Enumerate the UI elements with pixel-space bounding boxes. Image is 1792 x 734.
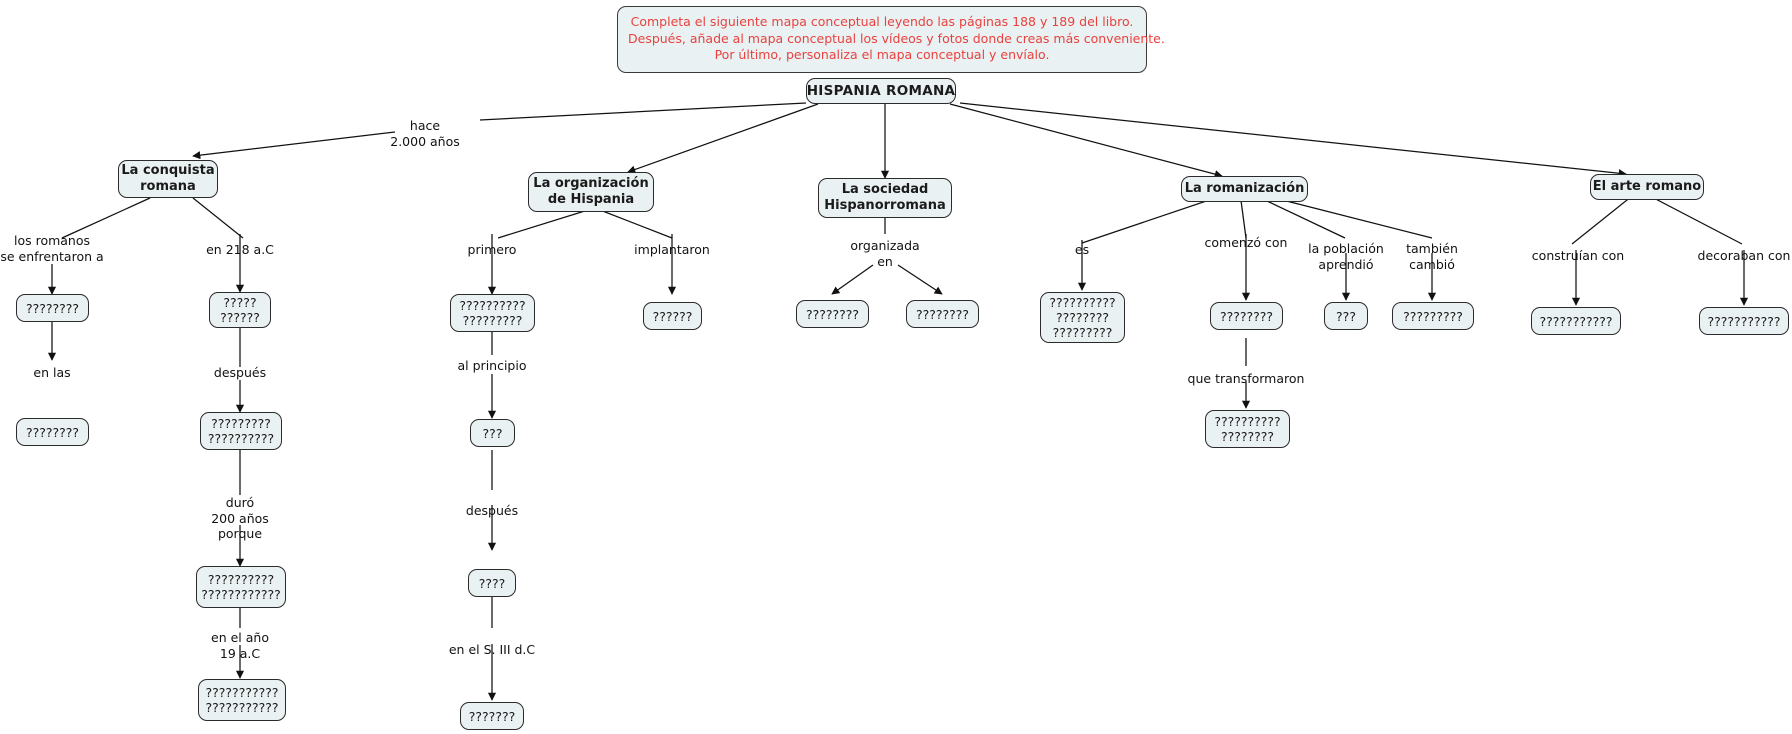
node-label-line-1: La conquista xyxy=(121,163,215,178)
node-el-arte-romano[interactable]: El arte romano xyxy=(1590,174,1704,200)
edge-label-en-218-ac: en 218 a.C xyxy=(206,242,274,257)
node-la-romanizacion[interactable]: La romanización xyxy=(1181,176,1308,202)
node-organizacion-left-3[interactable]: ???? xyxy=(468,569,516,597)
node-conquista-right-4[interactable]: ??????????? ??????????? xyxy=(198,679,286,721)
instruction-banner: Completa el siguiente mapa conceptual le… xyxy=(617,6,1165,73)
edge-label-organizada-en: organizada en xyxy=(850,238,920,269)
edge-label-que-transformaron: que transformaron xyxy=(1187,371,1305,386)
node-la-organizacion-de-hispania[interactable]: La organización de Hispania xyxy=(528,172,654,212)
node-romanizacion-es[interactable]: ?????????? ???????? ????????? xyxy=(1040,292,1125,343)
edge-label-es: es xyxy=(1074,242,1090,257)
node-label: HISPANIA ROMANA xyxy=(806,82,956,99)
node-conquista-left-1[interactable]: ???????? xyxy=(16,294,89,322)
edge-label-primero: primero xyxy=(467,242,517,257)
edge-label-en-el-ano-19-ac: en el año 19 a.C xyxy=(211,630,269,661)
node-sociedad-right[interactable]: ???????? xyxy=(906,300,979,328)
edge-label-construian-con: construían con xyxy=(1531,248,1625,263)
node-sociedad-left[interactable]: ???????? xyxy=(796,300,869,328)
node-romanizacion-transformaron[interactable]: ?????????? ???????? xyxy=(1205,410,1290,448)
edge-label-duro-200-anos-porque: duró 200 años porque xyxy=(211,495,269,541)
instruction-line-2: Después, añade al mapa conceptual los ví… xyxy=(628,30,1165,46)
edge-label-los-romanos-se-enfrentaron-a: los romanos se enfrentaron a xyxy=(0,233,104,264)
node-romanizacion-cambio[interactable]: ????????? xyxy=(1392,302,1474,330)
edge-label-la-poblacion-aprendio: la población aprendió xyxy=(1308,241,1384,272)
edge-label-en-el-siglo-3-dc: en el S. III d.C xyxy=(448,642,536,657)
node-organizacion-left-1[interactable]: ?????????? ????????? xyxy=(450,294,535,332)
node-arte-decoraban[interactable]: ??????????? xyxy=(1699,307,1789,335)
edge-label-en-las: en las xyxy=(33,365,71,380)
node-conquista-right-3[interactable]: ?????????? ???????????? xyxy=(196,566,286,608)
edge-label-decoraban-con: decoraban con xyxy=(1697,248,1791,263)
edge-label-despues-1: después xyxy=(213,365,267,380)
edge-label-al-principio: al principio xyxy=(457,358,527,373)
node-arte-construian[interactable]: ??????????? xyxy=(1531,307,1621,335)
node-romanizacion-poblacion[interactable]: ??? xyxy=(1324,302,1368,330)
edge-label-implantaron: implantaron xyxy=(634,242,710,257)
node-hispania-romana[interactable]: HISPANIA ROMANA xyxy=(806,78,956,104)
node-organizacion-left-4[interactable]: ??????? xyxy=(460,702,524,730)
node-conquista-left-2[interactable]: ???????? xyxy=(16,418,89,446)
edge-label-tambien-cambio: también cambió xyxy=(1406,241,1458,272)
node-conquista-right-1[interactable]: ????? ?????? xyxy=(209,292,271,328)
edge-label-comenzo-con: comenzó con xyxy=(1204,235,1288,250)
instruction-line-1: Completa el siguiente mapa conceptual le… xyxy=(630,14,1134,29)
node-organizacion-right-1[interactable]: ?????? xyxy=(643,302,702,330)
instruction-line-3: Por último, personaliza el mapa conceptu… xyxy=(714,47,1050,62)
node-conquista-right-2[interactable]: ????????? ?????????? xyxy=(200,412,282,450)
node-organizacion-left-2[interactable]: ??? xyxy=(470,419,515,447)
node-la-sociedad-hispanorromana[interactable]: La sociedad Hispanorromana xyxy=(818,178,952,218)
node-romanizacion-comenzo[interactable]: ???????? xyxy=(1210,302,1283,330)
edge-label-hace-2000-anos: hace 2.000 años xyxy=(390,118,460,149)
node-la-conquista-romana[interactable]: La conquista romana xyxy=(118,160,218,198)
edge-label-despues-2: después xyxy=(465,503,519,518)
node-label-line-2: romana xyxy=(140,179,196,194)
